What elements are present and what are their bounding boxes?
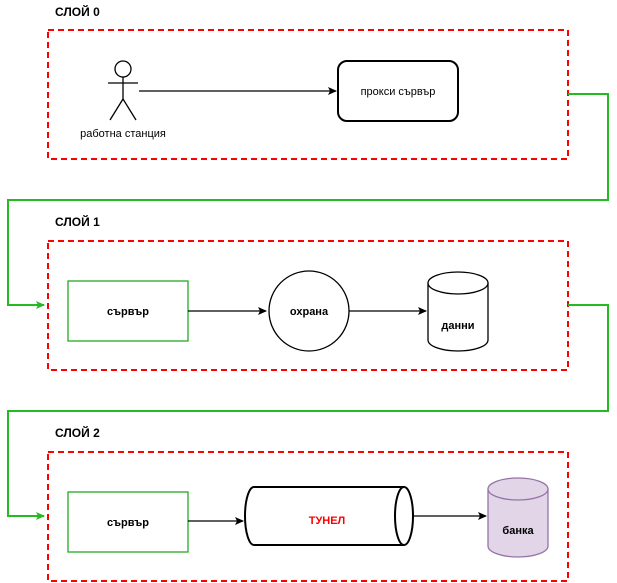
layer-0-label: СЛОЙ 0 (55, 4, 100, 19)
bank-label: банка (502, 525, 534, 537)
data-cylinder-node[interactable] (427, 271, 489, 352)
tunnel-node[interactable] (244, 486, 414, 546)
data-label: данни (441, 320, 474, 332)
guard-label: охрана (290, 306, 329, 318)
workstation-label: работна станция (80, 128, 166, 140)
server-label-layer-1: сървър (107, 306, 149, 318)
server-node-layer-2[interactable] (67, 491, 189, 553)
layer-2-box (47, 451, 569, 582)
server-node-layer-1[interactable] (67, 280, 189, 342)
server-label-layer-2: сървър (107, 517, 149, 529)
workstation-actor[interactable] (108, 60, 138, 121)
layer-1-label: СЛОЙ 1 (55, 214, 100, 229)
layer-2-label: СЛОЙ 2 (55, 425, 100, 440)
actor-head-icon (114, 60, 132, 78)
proxy-server-node[interactable] (337, 60, 459, 122)
proxy-server-label: прокси сървър (361, 86, 436, 98)
layer-0-to-1-connector (7, 93, 609, 309)
tunnel-label: ТУНЕЛ (309, 515, 346, 527)
bank-cylinder-node[interactable] (487, 477, 549, 558)
layer-1-to-2-connector (7, 304, 609, 520)
